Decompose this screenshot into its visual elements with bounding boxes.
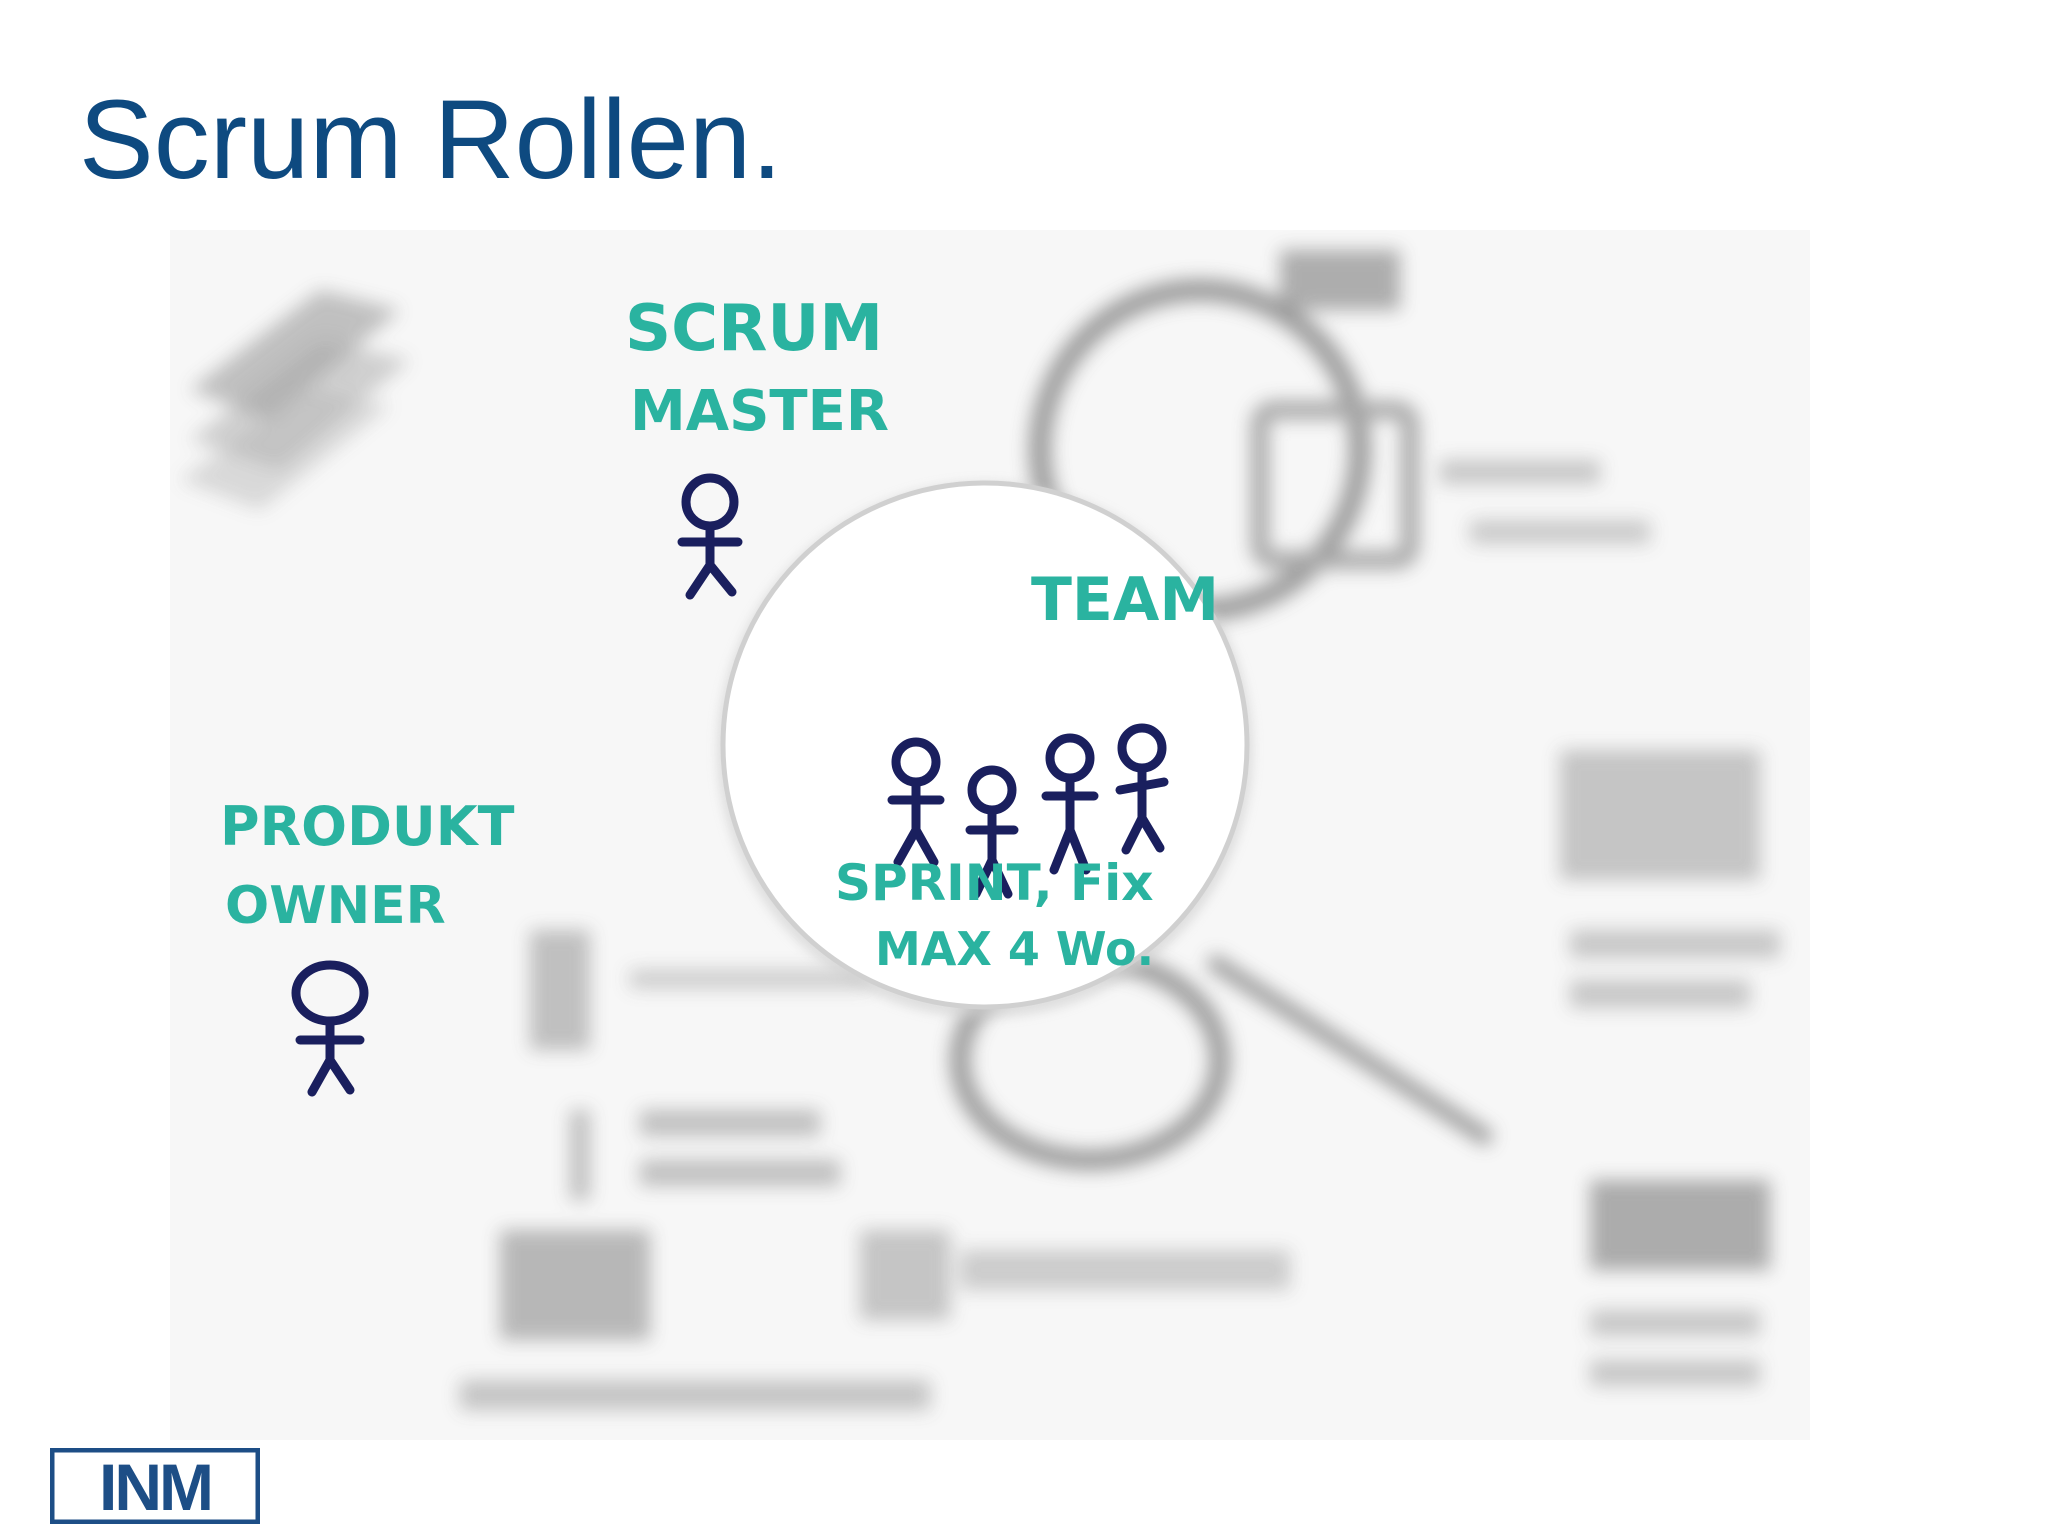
product-owner-label-line2: OWNER	[225, 876, 446, 936]
inm-logo-icon: INM	[50, 1448, 260, 1524]
slide-title: Scrum Rollen.	[79, 77, 783, 202]
team-note-line1: SPRINT, Fix	[835, 854, 1154, 912]
product-owner-figure-icon	[291, 960, 369, 1097]
scrum-roles-illustration: SCRUM MASTER TEAM SPRIN	[170, 230, 1810, 1440]
scrum-master-label-line2: MASTER	[630, 379, 889, 444]
blurred-background-sketch	[180, 250, 1780, 1410]
team-focus-lens	[717, 480, 1253, 1018]
scrum-master-label-line1: SCRUM	[625, 292, 883, 366]
team-members-icon	[887, 723, 1169, 899]
inm-logo: INM	[50, 1448, 260, 1524]
product-owner-label-line1: PRODUKT	[220, 795, 515, 858]
scrum-master-role: SCRUM MASTER	[625, 292, 889, 600]
logo-text: INM	[99, 1450, 211, 1524]
sketch-canvas: SCRUM MASTER TEAM SPRIN	[170, 230, 1810, 1440]
team-note-line2: MAX 4 Wo.	[875, 922, 1154, 976]
team-label: TEAM	[1031, 565, 1219, 635]
product-owner-role: PRODUKT OWNER	[220, 795, 515, 1097]
scrum-master-figure-icon	[677, 473, 743, 600]
